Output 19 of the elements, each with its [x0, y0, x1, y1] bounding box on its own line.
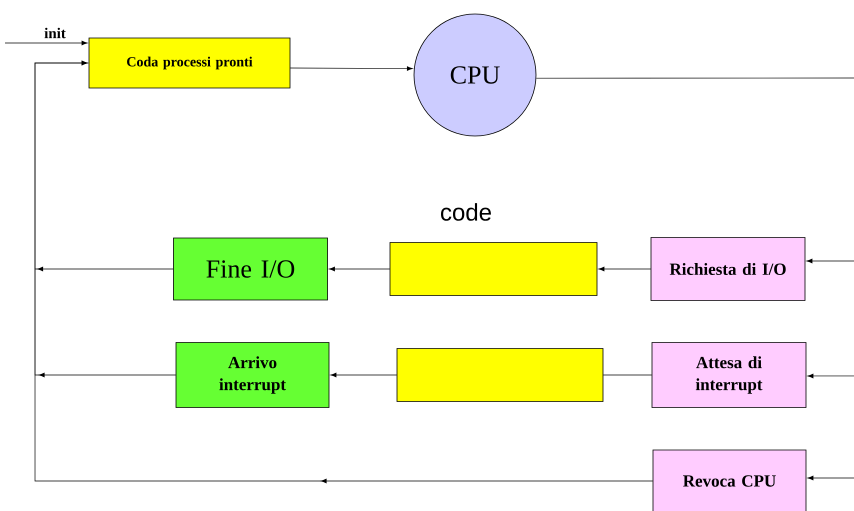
arrow — [598, 266, 651, 272]
process-box: Revoca CPU — [652, 450, 806, 511]
process-box: Fine I/O — [173, 238, 328, 300]
arrow — [34, 60, 653, 484]
arrow — [330, 372, 397, 378]
arrow — [290, 66, 413, 71]
process-box: Arrivo interrupt — [176, 342, 330, 408]
queue-box — [396, 348, 604, 402]
process-box: Attesa di interrupt — [652, 342, 806, 408]
process-box: Richiesta di I/O — [650, 237, 806, 301]
arrow — [808, 476, 854, 480]
queue-box — [390, 242, 598, 296]
edge-label: init — [43, 26, 67, 40]
arrow — [329, 266, 390, 272]
process-box: Coda processi pronti — [88, 38, 290, 88]
arrow — [806, 258, 854, 264]
arrow — [4, 40, 88, 46]
queue-label: code — [441, 203, 491, 221]
arrow — [808, 374, 854, 378]
